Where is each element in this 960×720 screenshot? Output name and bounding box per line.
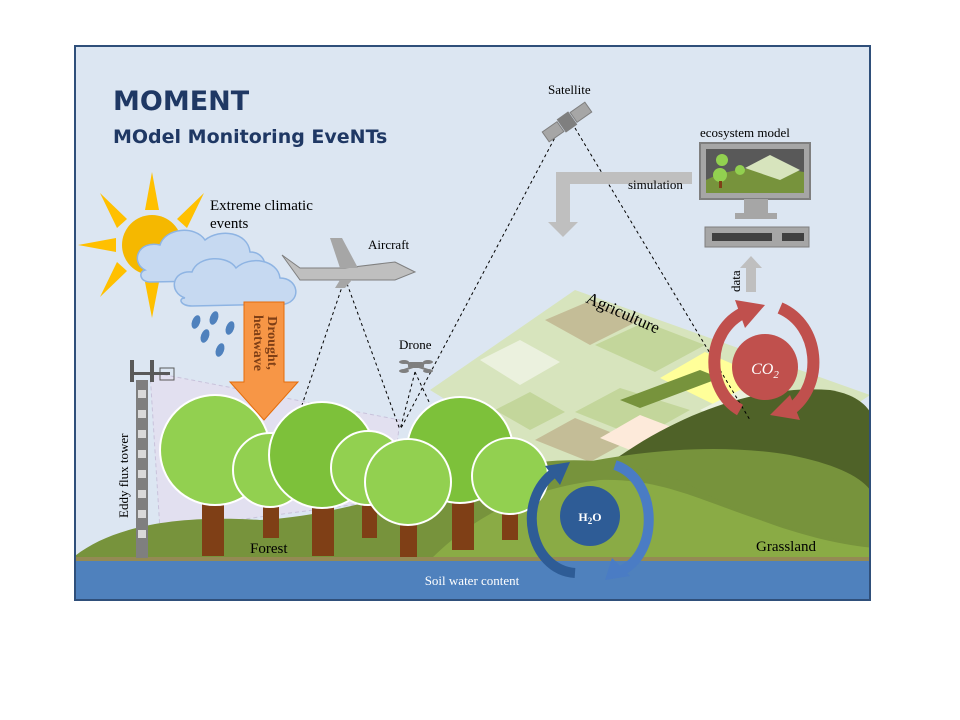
soil-water-strip	[75, 560, 870, 600]
h2o-cycle: H2O	[526, 460, 654, 580]
grassland-label: Grassland	[756, 539, 816, 555]
tower-icon	[130, 360, 175, 558]
simulation-arrow	[548, 172, 692, 237]
extreme-events-label-1: Extreme climatic	[210, 198, 313, 214]
data-arrow	[740, 256, 762, 292]
drone-label: Drone	[399, 337, 432, 352]
title-main: MOMENT	[113, 86, 250, 117]
soil-water-content-label: Soil water content	[425, 573, 520, 588]
co2-cycle: CO2	[708, 300, 820, 420]
h2o-label: H2O	[578, 510, 601, 526]
computer-icon	[699, 142, 811, 248]
satellite-label: Satellite	[548, 82, 591, 97]
ecosystem-model-label: ecosystem model	[700, 125, 790, 140]
drought-label-2: heatwave	[250, 315, 265, 371]
drone-icon	[399, 360, 433, 373]
aircraft-icon	[281, 238, 417, 288]
title-subtitle: MOdel Monitoring EveNTs	[113, 126, 387, 148]
extreme-events-label-2: events	[210, 216, 248, 232]
drought-label-1: Drought,	[264, 316, 279, 370]
frame-border	[74, 45, 871, 601]
forest-label: Forest	[250, 541, 288, 557]
forest-trees	[159, 394, 549, 557]
aircraft-label: Aircraft	[368, 237, 410, 252]
soil-line	[75, 557, 870, 561]
satellite-icon	[541, 101, 593, 143]
cloud-icon	[136, 229, 297, 307]
data-label: data	[728, 270, 743, 292]
drought-arrow: Drought, heatwave	[228, 301, 300, 421]
simulation-label: simulation	[628, 177, 683, 192]
rain-drops	[191, 311, 235, 357]
co2-label: CO2	[751, 361, 779, 381]
eddy-flux-tower-label: Eddy flux tower	[116, 433, 131, 518]
